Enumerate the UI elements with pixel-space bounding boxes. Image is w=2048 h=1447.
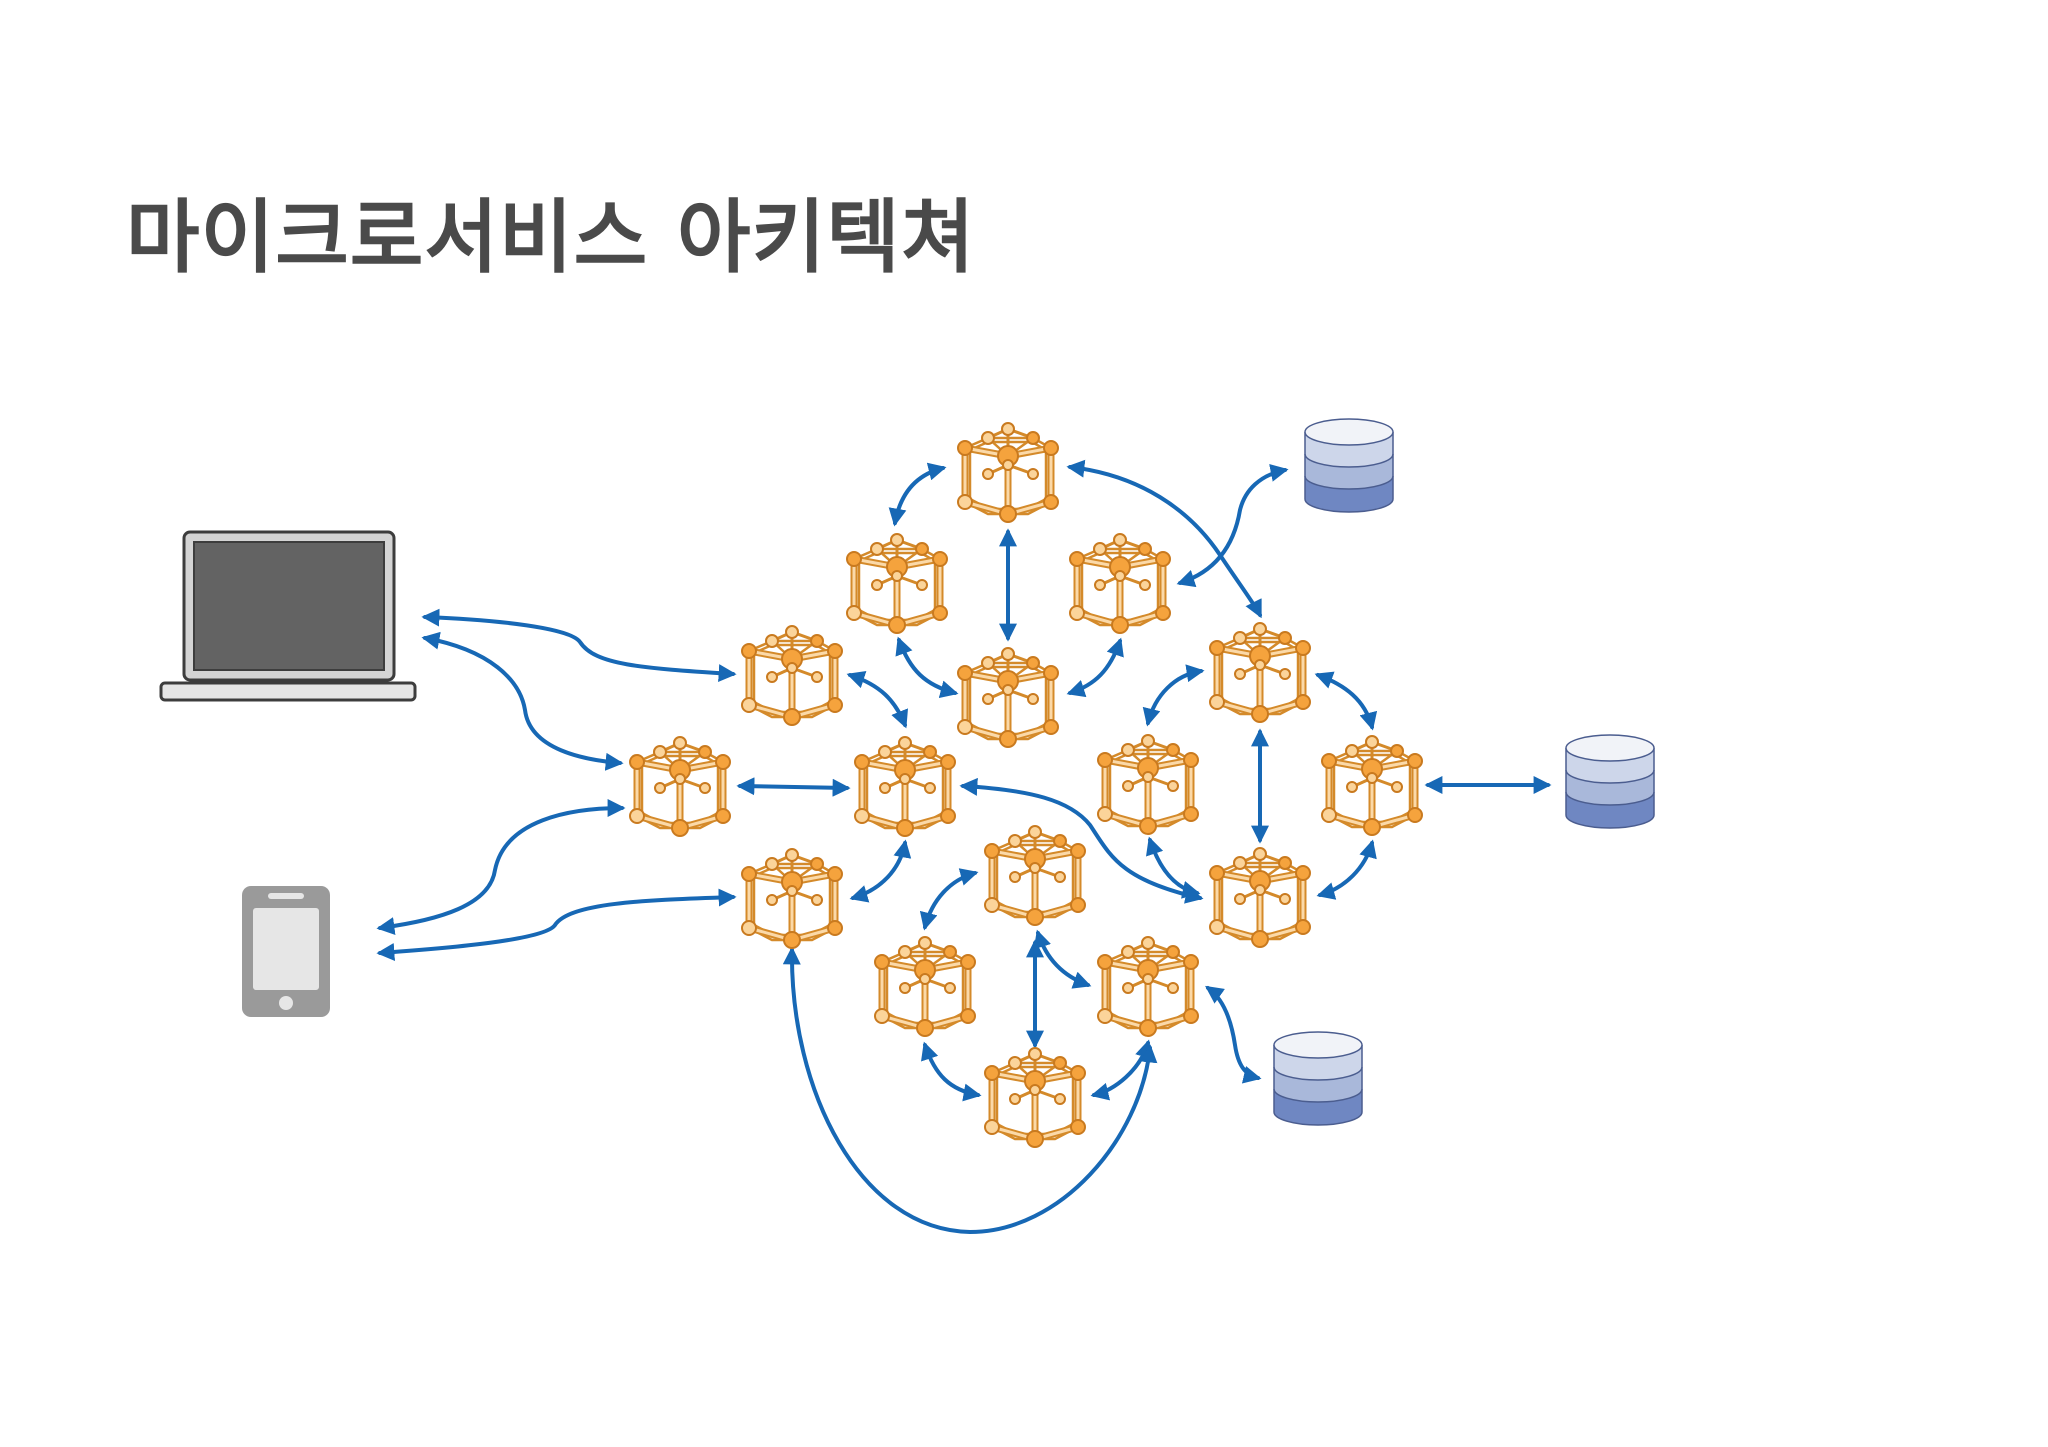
microservice-cube-icon bbox=[1070, 534, 1170, 633]
arrow-s9-s14 bbox=[959, 777, 1204, 904]
microservice-cube-icon bbox=[958, 423, 1058, 522]
microservice-cube-icon bbox=[1322, 736, 1422, 835]
arrow-s12-s16 bbox=[1033, 929, 1092, 989]
database-icon bbox=[1273, 1031, 1363, 1126]
page-title: 마이크로서비스 아키텍쳐 bbox=[126, 191, 976, 284]
arrow-s3-db1 bbox=[1176, 464, 1289, 588]
smartphone-icon bbox=[242, 886, 330, 1017]
microservice-cube-icon bbox=[958, 648, 1058, 747]
arrow-s6-s7 bbox=[1142, 664, 1205, 727]
arrow-s6-s11 bbox=[1314, 671, 1378, 731]
microservice-cube-icon bbox=[875, 937, 975, 1036]
arrow-s1-s2 bbox=[888, 462, 947, 527]
arrow-s9-s10 bbox=[849, 839, 912, 903]
microservice-cube-icon bbox=[742, 849, 842, 948]
microservice-cube-icon bbox=[1098, 937, 1198, 1036]
microservice-cube-icon bbox=[847, 534, 947, 633]
arrow-phone-s10 bbox=[376, 888, 737, 961]
arrow-s16-db3 bbox=[1205, 985, 1262, 1084]
arrow-laptop-s8 bbox=[421, 631, 624, 771]
arrow-s11-s14 bbox=[1316, 839, 1377, 900]
arrow-s2-s5 bbox=[895, 636, 959, 698]
microservice-cube-icon bbox=[985, 826, 1085, 925]
arrow-s3-s5 bbox=[1066, 637, 1124, 698]
microservice-cube-icon bbox=[1210, 848, 1310, 947]
arrow-s8-s9 bbox=[736, 777, 851, 797]
arrow-s7-s14 bbox=[1146, 836, 1201, 899]
arrow-s12-s15 bbox=[919, 868, 979, 931]
arrow-laptop-s4 bbox=[421, 608, 737, 683]
arrow-s4-s9 bbox=[846, 671, 909, 729]
microservice-cube-icon bbox=[742, 626, 842, 725]
microservice-cube-icon bbox=[1210, 623, 1310, 722]
microservice-cube-icon bbox=[630, 737, 730, 836]
arrow-s15-s17 bbox=[921, 1041, 982, 1102]
microservice-cube-icon bbox=[1098, 735, 1198, 834]
microservice-cube-icon bbox=[855, 737, 955, 836]
database-icon bbox=[1304, 418, 1394, 513]
laptop-icon bbox=[159, 530, 417, 702]
arrow-s10-s16 bbox=[782, 946, 1158, 1235]
connection-arrows bbox=[376, 459, 1552, 1235]
database-icon bbox=[1565, 734, 1655, 829]
microservice-cube-icon bbox=[985, 1048, 1085, 1147]
